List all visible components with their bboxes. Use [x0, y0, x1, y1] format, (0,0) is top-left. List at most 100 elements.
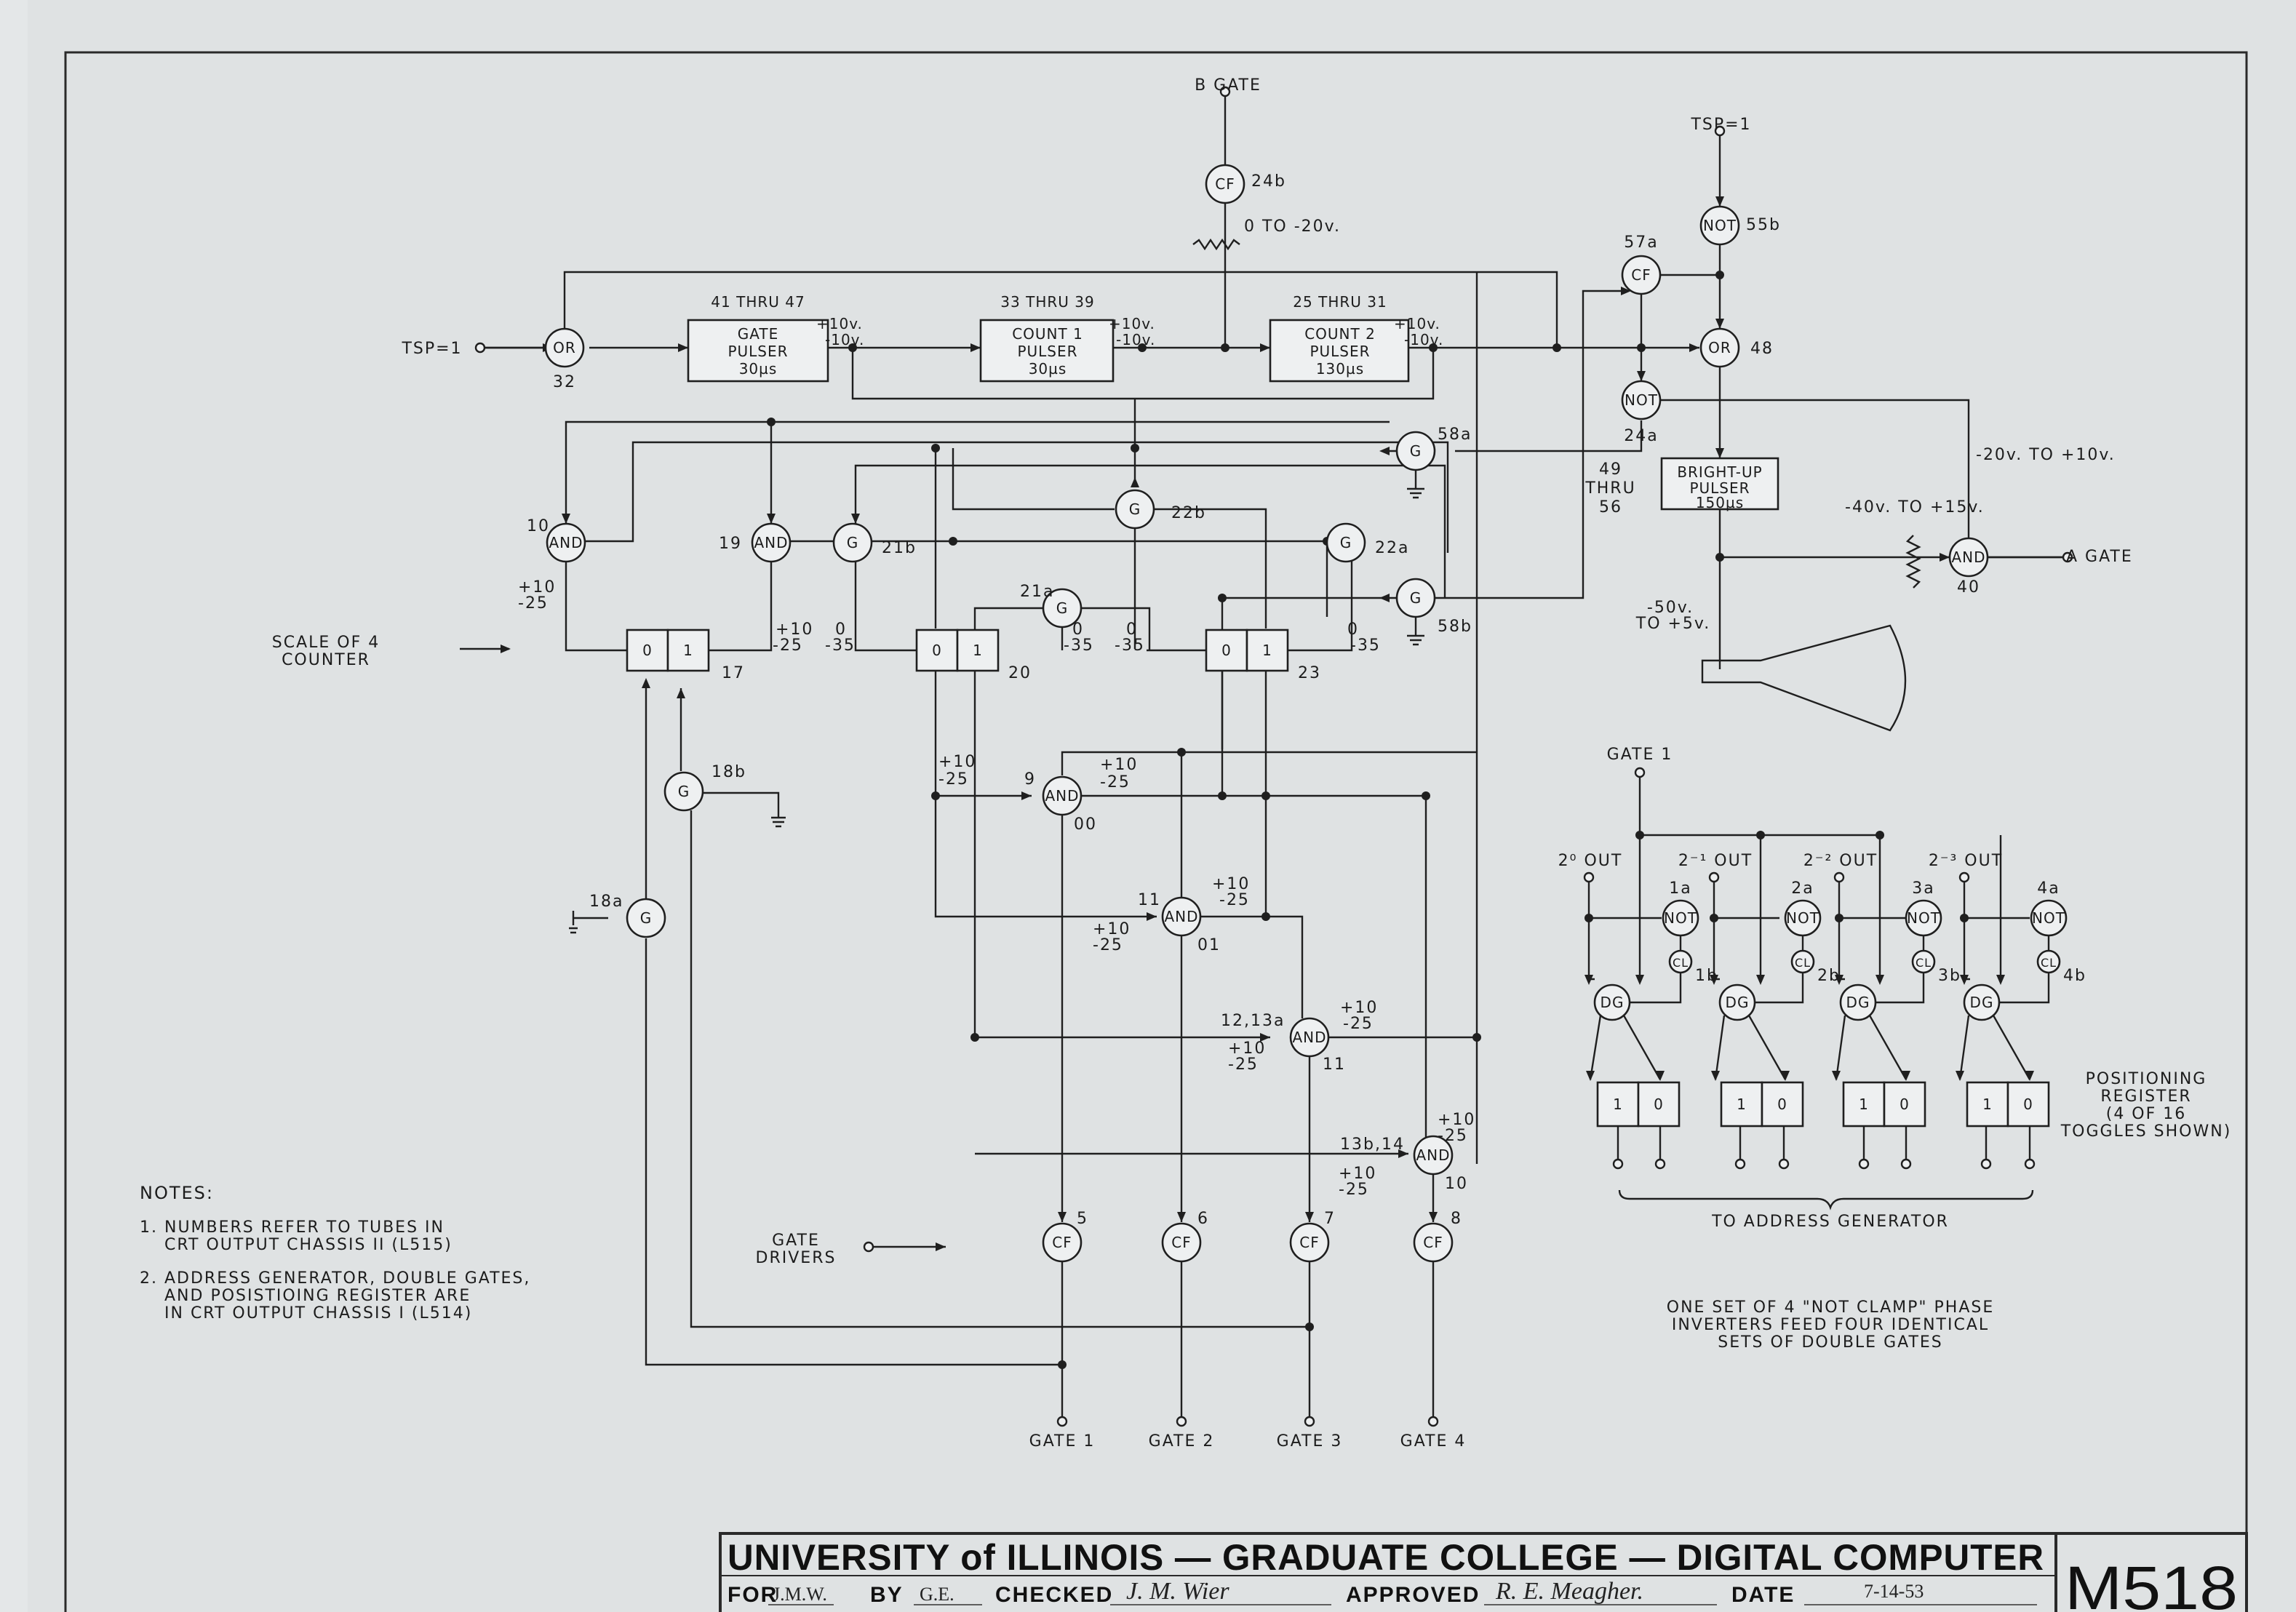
- not-gate-24a: NOT: [1621, 380, 1662, 420]
- svg-text:AND: AND: [1951, 548, 1985, 566]
- flip-flop-23: 0 1: [1205, 629, 1289, 672]
- svg-text:-25: -25: [773, 637, 803, 655]
- svg-text:TO ADDRESS GENERATOR: TO ADDRESS GENERATOR: [1711, 1213, 1949, 1231]
- svg-text:SETS OF DOUBLE GATES: SETS OF DOUBLE GATES: [1718, 1333, 1943, 1352]
- svg-text:12,13a: 12,13a: [1221, 1012, 1285, 1030]
- svg-text:NOT: NOT: [1664, 909, 1697, 927]
- svg-text:GATE: GATE: [772, 1232, 820, 1250]
- svg-text:NOT: NOT: [1703, 217, 1737, 234]
- svg-text:(4 OF 16: (4 OF 16: [2106, 1105, 2187, 1123]
- svg-text:-10v.: -10v.: [1404, 331, 1443, 348]
- svg-text:5: 5: [1077, 1210, 1088, 1228]
- svg-text:-35: -35: [1115, 637, 1145, 655]
- svg-text:1: 1: [683, 642, 693, 659]
- svg-text:GATE 1: GATE 1: [1607, 746, 1673, 764]
- svg-text:GATE 3: GATE 3: [1277, 1432, 1343, 1451]
- svg-text:-35: -35: [1064, 637, 1094, 655]
- svg-text:23: 23: [1298, 664, 1321, 682]
- svg-text:CRT OUTPUT CHASSIS II (L515): CRT OUTPUT CHASSIS II (L515): [164, 1236, 453, 1254]
- svg-text:AND: AND: [1164, 908, 1198, 925]
- svg-text:56: 56: [1599, 498, 1622, 516]
- svg-text:1: 1: [1613, 1096, 1623, 1113]
- svg-text:24b: 24b: [1251, 172, 1286, 191]
- svg-text:+10v.: +10v.: [816, 315, 863, 332]
- svg-text:DG: DG: [1846, 994, 1870, 1011]
- svg-text:CL: CL: [1795, 956, 1811, 970]
- svg-text:GATE 4: GATE 4: [1400, 1432, 1467, 1451]
- or-gate-48: OR: [1699, 327, 1740, 368]
- and-gate-40: AND: [1948, 537, 1989, 578]
- svg-text:DG: DG: [1970, 994, 1994, 1011]
- svg-text:11: 11: [1323, 1056, 1346, 1074]
- svg-text:COUNTER: COUNTER: [282, 651, 370, 669]
- gate-tube-58b: G: [1395, 578, 1436, 618]
- svg-text:130µs: 130µs: [1316, 360, 1364, 378]
- svg-text:55b: 55b: [1746, 216, 1781, 234]
- svg-text:17: 17: [722, 664, 745, 682]
- svg-text:0: 0: [1221, 642, 1232, 659]
- svg-text:33 THRU 39: 33 THRU 39: [1000, 293, 1094, 311]
- svg-text:-25: -25: [938, 770, 969, 789]
- svg-text:0: 0: [1654, 1096, 1664, 1113]
- svg-text:+10v.: +10v.: [1109, 315, 1155, 332]
- svg-text:OR: OR: [1708, 339, 1731, 356]
- double-gate-1: DG: [1593, 983, 1631, 1021]
- svg-text:1: 1: [1737, 1096, 1747, 1113]
- svg-text:1: 1: [973, 642, 983, 659]
- svg-text:41 THRU 47: 41 THRU 47: [711, 293, 805, 311]
- svg-text:AND: AND: [1292, 1029, 1326, 1046]
- svg-text:0: 0: [1072, 621, 1084, 639]
- svg-text:B GATE: B GATE: [1195, 76, 1261, 95]
- svg-text:-25: -25: [1093, 936, 1123, 954]
- register-toggle-2: 1 0: [1720, 1081, 1804, 1128]
- svg-text:+10: +10: [1340, 999, 1378, 1017]
- title-block: UNIVERSITY of ILLINOIS — GRADUATE COLLEG…: [719, 1532, 2248, 1612]
- cathode-follower-5: CF: [1042, 1222, 1083, 1263]
- svg-text:+10: +10: [1100, 756, 1138, 774]
- gate-tube-18b: G: [663, 771, 704, 812]
- svg-text:ONE SET OF 4 "NOT CLAMP" PHASE: ONE SET OF 4 "NOT CLAMP" PHASE: [1667, 1298, 1995, 1317]
- not-clamp-3a: NOT CL: [1905, 899, 1942, 974]
- svg-text:AND POSISTIOING REGISTER ARE: AND POSISTIOING REGISTER ARE: [164, 1287, 471, 1305]
- svg-text:GATE 2: GATE 2: [1149, 1432, 1215, 1451]
- svg-text:0: 0: [642, 642, 653, 659]
- svg-text:0: 0: [835, 621, 847, 639]
- svg-text:CF: CF: [1423, 1234, 1443, 1251]
- svg-text:6: 6: [1197, 1210, 1209, 1228]
- svg-text:DG: DG: [1601, 994, 1625, 1011]
- svg-text:+10: +10: [1228, 1040, 1266, 1058]
- svg-text:30µs: 30µs: [1029, 360, 1067, 378]
- svg-text:0: 0: [1347, 621, 1359, 639]
- svg-text:1a: 1a: [1669, 879, 1691, 898]
- svg-text:COUNT 2: COUNT 2: [1304, 325, 1376, 343]
- svg-text:CL: CL: [1916, 956, 1932, 970]
- by-value: G.E.: [920, 1584, 954, 1605]
- svg-text:4a: 4a: [2037, 879, 2060, 898]
- count-1-pulser: 33 THRU 39 COUNT 1 PULSER 30µs +10v. -10…: [979, 293, 1155, 383]
- svg-text:TSP=1: TSP=1: [401, 340, 462, 358]
- svg-text:DATE: DATE: [1731, 1583, 1795, 1607]
- svg-text:PULSER: PULSER: [728, 343, 788, 360]
- for-value: J.M.W.: [773, 1584, 827, 1605]
- gate-tube-18a: G: [626, 898, 666, 938]
- svg-text:2⁻³ OUT: 2⁻³ OUT: [1929, 852, 2003, 870]
- svg-text:PULSER: PULSER: [1310, 343, 1370, 360]
- and-gate-12-13a: AND: [1289, 1017, 1330, 1058]
- svg-text:24a: 24a: [1624, 427, 1658, 445]
- svg-text:21b: 21b: [882, 539, 917, 557]
- svg-text:2b: 2b: [1817, 967, 1841, 985]
- svg-text:30µs: 30µs: [739, 360, 778, 378]
- svg-text:GATE: GATE: [738, 325, 778, 343]
- svg-text:OR: OR: [553, 339, 576, 356]
- svg-text:3b: 3b: [1938, 967, 1961, 985]
- svg-text:FOR: FOR: [728, 1583, 778, 1607]
- and-gate-19: AND: [751, 522, 792, 563]
- svg-text:PULSER: PULSER: [1689, 479, 1750, 497]
- svg-text:APPROVED: APPROVED: [1346, 1583, 1480, 1607]
- svg-text:-10v.: -10v.: [1116, 331, 1155, 348]
- svg-text:+10: +10: [1438, 1111, 1475, 1129]
- svg-text:01: 01: [1197, 936, 1221, 954]
- gate-tube-21a: G: [1042, 588, 1083, 629]
- svg-text:CHECKED: CHECKED: [995, 1583, 1113, 1607]
